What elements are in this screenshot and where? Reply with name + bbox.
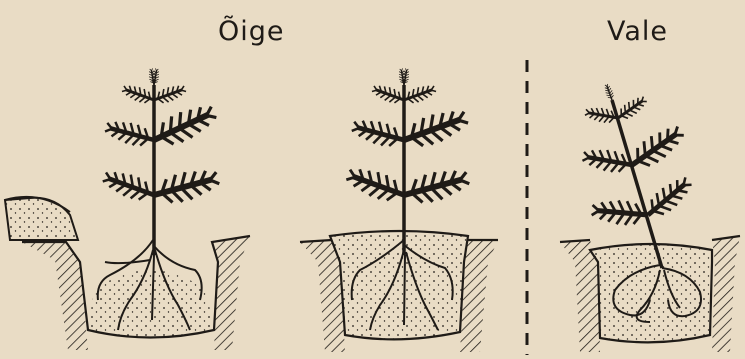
correct-planting-1 <box>5 68 250 350</box>
correct-planting-2 <box>300 68 498 352</box>
wrong-planting <box>560 83 740 352</box>
